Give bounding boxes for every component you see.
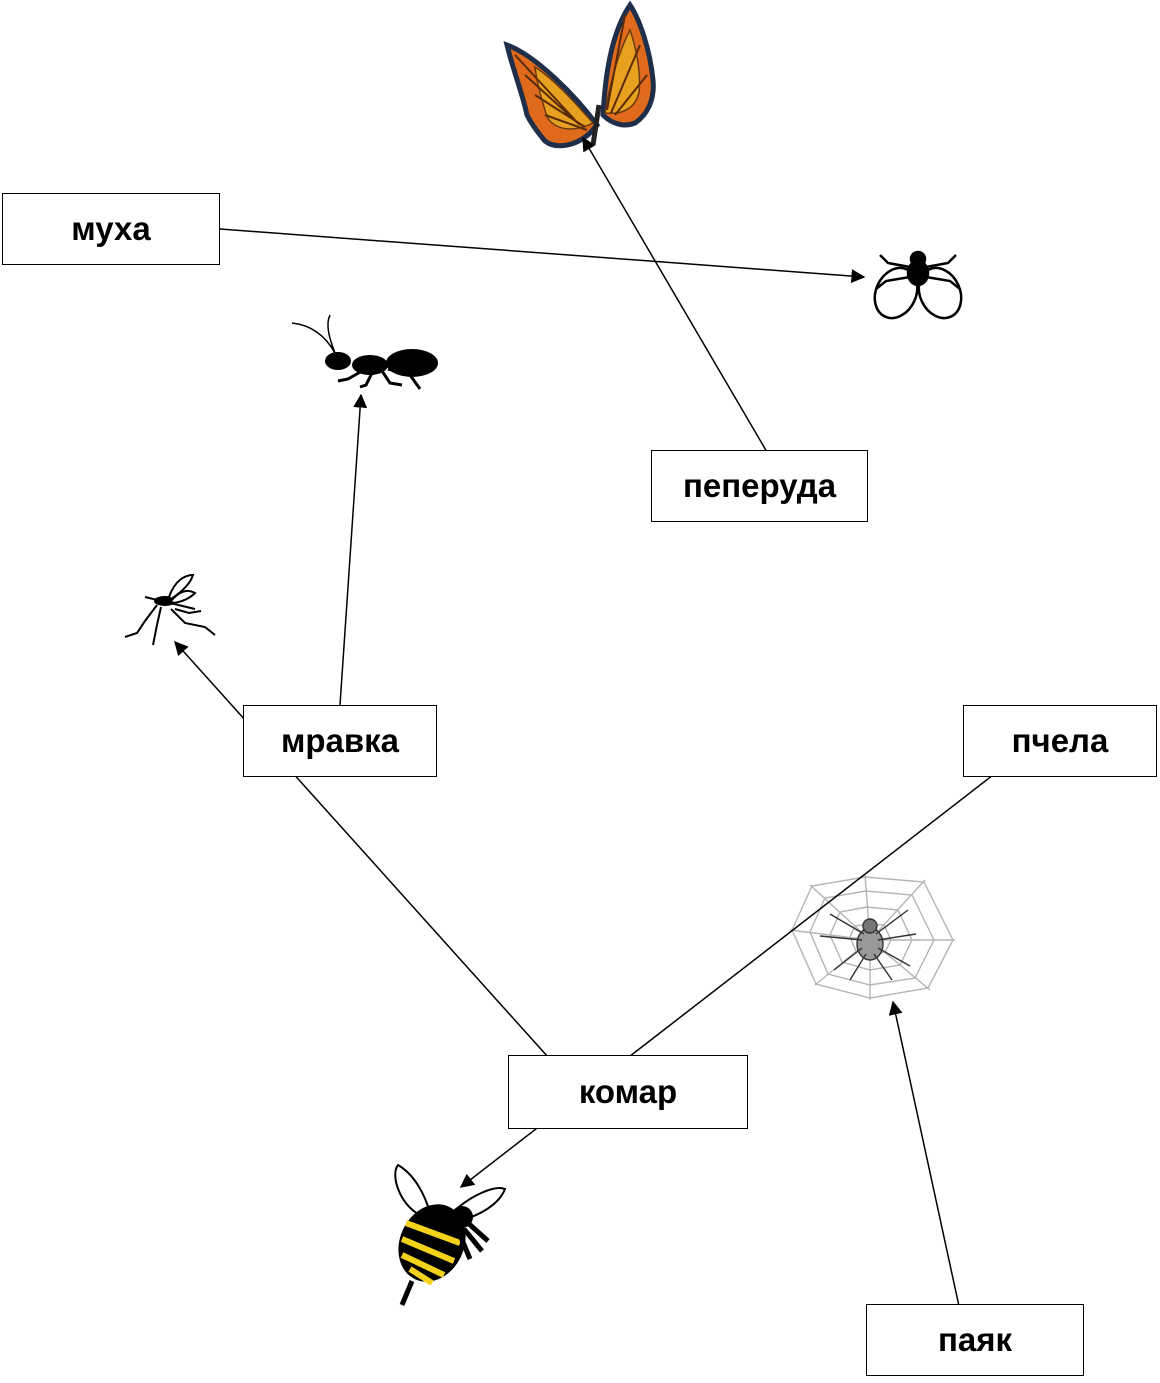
label-box-payak: паяк xyxy=(866,1304,1084,1376)
spider-web-picture xyxy=(789,874,955,1000)
label-pchela: пчела xyxy=(1011,722,1109,759)
label-mravka: мравка xyxy=(280,722,400,759)
butterfly-picture xyxy=(503,0,656,149)
label-box-mravka: мравка xyxy=(243,705,437,777)
label-komar: комар xyxy=(578,1073,678,1110)
label-box-komar: комар xyxy=(508,1055,748,1129)
fly-picture xyxy=(873,250,963,320)
ant-picture xyxy=(291,314,438,390)
label-box-muha: муха xyxy=(2,193,220,265)
label-box-peperuda: пеперуда xyxy=(651,450,868,522)
label-box-pchela: пчела xyxy=(963,705,1157,777)
label-payak: паяк xyxy=(937,1321,1013,1358)
mosquito-picture xyxy=(124,573,216,646)
bee-picture xyxy=(394,1163,507,1306)
label-muha: муха xyxy=(71,210,151,247)
label-peperuda: пеперуда xyxy=(682,467,837,504)
